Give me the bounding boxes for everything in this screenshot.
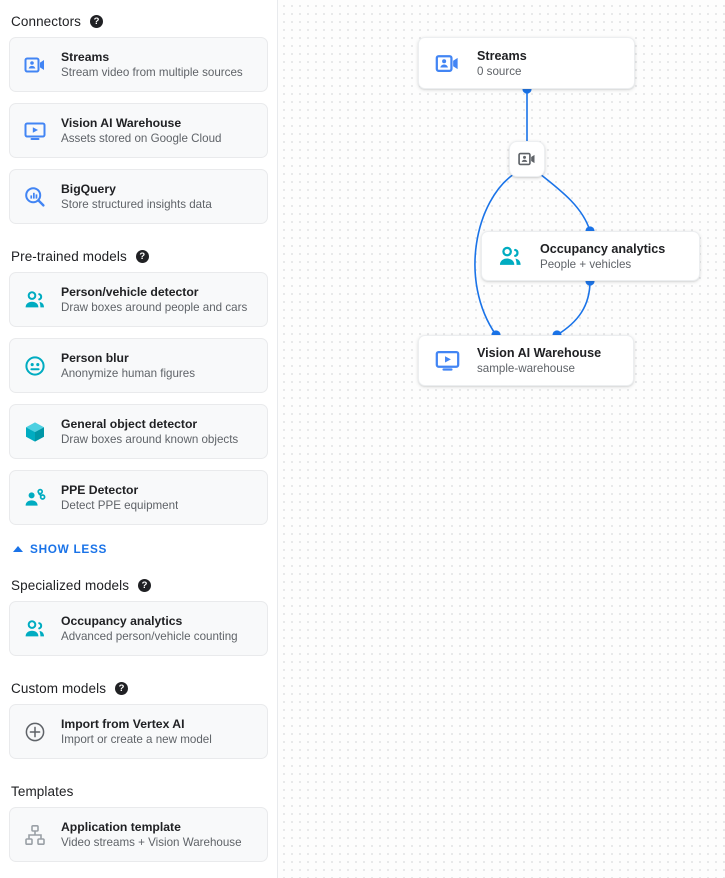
graph-edges xyxy=(474,84,595,340)
model-card-import-from-vertex-ai[interactable]: Import from Vertex AI Import or create a… xyxy=(9,704,268,759)
help-icon[interactable]: ? xyxy=(90,15,104,28)
section-header-specialized-models: Specialized models ? xyxy=(9,564,268,601)
card-subtitle: Stream video from multiple sources xyxy=(61,66,243,79)
section-title: Specialized models xyxy=(11,578,130,593)
card-title: Import from Vertex AI xyxy=(61,717,185,731)
edge-badge-streams-icon[interactable] xyxy=(509,141,545,177)
model-card-general-object-detector[interactable]: General object detector Draw boxes aroun… xyxy=(9,404,268,459)
section-title: Custom models xyxy=(11,681,107,696)
node-subtitle: People + vehicles xyxy=(540,257,632,271)
graph-canvas[interactable]: Streams 0 source Occup xyxy=(278,0,725,878)
node-subtitle: 0 source xyxy=(477,64,522,78)
card-title: BigQuery xyxy=(61,182,116,196)
people-group-icon xyxy=(22,616,48,642)
component-sidebar: Connectors ? Streams Stream video from m… xyxy=(0,0,278,878)
video-camera-person-icon xyxy=(22,52,48,78)
node-title: Occupancy analytics xyxy=(540,241,666,256)
people-group-icon xyxy=(495,241,525,271)
card-title: Person/vehicle detector xyxy=(61,285,199,299)
card-title: Streams xyxy=(61,50,110,64)
node-subtitle: sample-warehouse xyxy=(477,362,575,375)
section-header-templates: Templates xyxy=(9,770,268,807)
bigquery-search-icon xyxy=(22,184,48,210)
section-title: Connectors xyxy=(11,14,82,29)
chevron-up-icon xyxy=(13,546,23,552)
card-subtitle: Assets stored on Google Cloud xyxy=(61,132,222,145)
card-subtitle: Draw boxes around people and cars xyxy=(61,301,248,314)
monitor-play-icon xyxy=(22,118,48,144)
card-subtitle: Advanced person/vehicle counting xyxy=(61,630,238,643)
card-subtitle: Detect PPE equipment xyxy=(61,499,179,512)
monitor-play-icon xyxy=(432,346,462,376)
graph-node-streams[interactable]: Streams 0 source xyxy=(418,37,635,89)
card-subtitle: Anonymize human figures xyxy=(61,367,196,380)
people-group-icon xyxy=(22,287,48,313)
edge-badge-to-warehouse xyxy=(474,173,515,336)
card-subtitle: Store structured insights data xyxy=(61,198,212,211)
model-card-person-vehicle-detector[interactable]: Person/vehicle detector Draw boxes aroun… xyxy=(9,272,268,327)
edge-badge-to-occupancy xyxy=(539,173,591,232)
card-subtitle: Draw boxes around known objects xyxy=(61,433,239,446)
section-header-pretrained-models: Pre-trained models ? xyxy=(9,235,268,272)
card-subtitle: Import or create a new model xyxy=(61,733,212,746)
connector-card-streams[interactable]: Streams Stream video from multiple sourc… xyxy=(9,37,268,92)
graph-node-vision-ai-warehouse[interactable]: Vision AI Warehouse sample-warehouse xyxy=(418,335,634,386)
graph-node-occupancy-analytics[interactable]: Occupancy analytics People + vehicles xyxy=(481,231,700,281)
card-title: Occupancy analytics xyxy=(61,614,183,628)
section-title: Pre-trained models xyxy=(11,249,127,264)
connector-card-vision-ai-warehouse[interactable]: Vision AI Warehouse Assets stored on Goo… xyxy=(9,103,268,158)
model-card-occupancy-analytics[interactable]: Occupancy analytics Advanced person/vehi… xyxy=(9,601,268,656)
card-title: PPE Detector xyxy=(61,483,139,497)
section-title: Templates xyxy=(11,784,74,799)
node-title: Streams xyxy=(477,48,527,63)
show-less-button[interactable]: SHOW LESS xyxy=(9,536,268,564)
plus-circle-icon xyxy=(22,719,48,745)
hierarchy-template-icon xyxy=(22,822,48,848)
section-header-custom-models: Custom models ? xyxy=(9,667,268,704)
video-camera-person-icon xyxy=(432,48,462,78)
help-icon[interactable]: ? xyxy=(138,579,152,592)
face-blur-icon xyxy=(22,353,48,379)
card-title: Application template xyxy=(61,820,181,834)
connector-card-bigquery[interactable]: BigQuery Store structured insights data xyxy=(9,169,268,224)
section-header-connectors: Connectors ? xyxy=(9,0,268,37)
node-title: Vision AI Warehouse xyxy=(477,346,602,360)
model-card-ppe-detector[interactable]: PPE Detector Detect PPE equipment xyxy=(9,470,268,525)
card-title: Person blur xyxy=(61,351,129,365)
card-title: General object detector xyxy=(61,417,198,431)
edge-occupancy-to-warehouse xyxy=(556,280,591,336)
ppe-person-icon xyxy=(22,485,48,511)
template-card-application-template[interactable]: Application template Video streams + Vis… xyxy=(9,807,268,862)
card-subtitle: Video streams + Vision Warehouse xyxy=(61,836,242,849)
show-less-label: SHOW LESS xyxy=(30,542,108,556)
help-icon[interactable]: ? xyxy=(115,682,129,695)
help-icon[interactable]: ? xyxy=(135,250,149,263)
card-title: Vision AI Warehouse xyxy=(61,116,182,130)
model-card-person-blur[interactable]: Person blur Anonymize human figures xyxy=(9,338,268,393)
cube-box-icon xyxy=(22,419,48,445)
